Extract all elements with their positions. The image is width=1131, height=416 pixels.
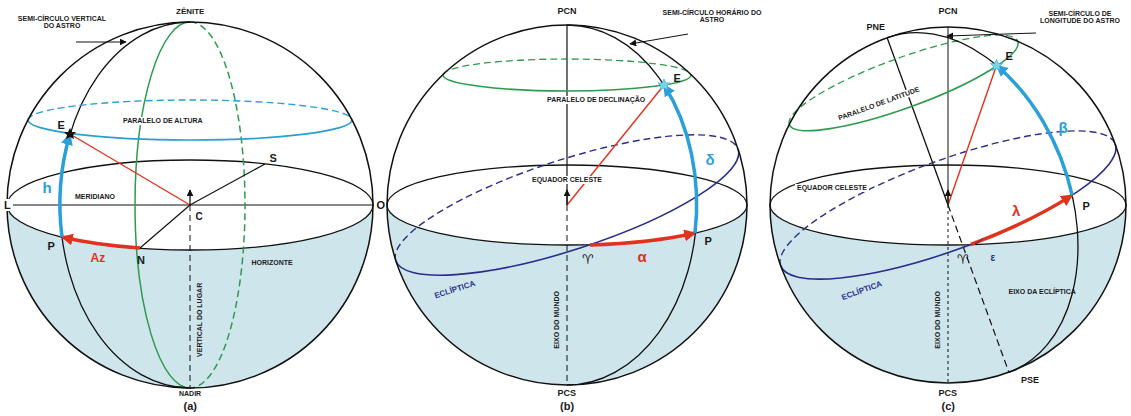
axis-name: EIXO DO MUNDO — [553, 291, 561, 349]
azimuth-arc — [62, 237, 140, 248]
equatorial-sphere — [382, 25, 752, 385]
ecliptic — [396, 149, 752, 303]
local-vertical — [190, 205, 191, 388]
altitude-arc — [60, 134, 70, 237]
point-letter: L — [2, 199, 13, 211]
ecliptic-sphere — [720, 0, 1131, 416]
circle-name: ECLÍPTICA — [434, 279, 477, 300]
angle-symbol: λ — [1012, 203, 1020, 220]
celestial-equator — [387, 165, 747, 245]
zenith-arrow — [189, 190, 190, 205]
circle-name: MERIDIANO — [73, 193, 117, 201]
ecliptic-axis-lower — [948, 205, 1009, 372]
point-letter: S — [270, 152, 277, 164]
panel-letter: (c) — [942, 400, 955, 412]
pole-name: PCS — [558, 389, 577, 399]
axis-name: EIXO DO MUNDO — [934, 291, 942, 349]
angle-symbol: h — [43, 180, 52, 197]
point-letter: E — [674, 72, 681, 84]
angle-symbol: ε — [991, 252, 996, 263]
star-symbol — [64, 128, 76, 139]
point-name: NADIR — [179, 390, 201, 398]
vertical-semicircle — [60, 22, 190, 388]
pole-name: PNE — [867, 23, 886, 33]
angle-symbol: β — [1059, 120, 1068, 137]
obliquity-angle — [975, 238, 983, 244]
callout-text: SEMI-CÍRCULO DE LONGITUDE DO ASTRO — [1034, 10, 1126, 25]
point-letter: P — [48, 240, 55, 252]
point-letter: E — [58, 119, 65, 131]
hour-semicircle — [567, 25, 697, 385]
lower-hemisphere — [387, 205, 747, 385]
leader-arrow — [947, 33, 1036, 36]
circle-name: PARALELO DE DECLINAÇÃO — [545, 96, 647, 104]
sphere-outline — [770, 27, 1126, 383]
point-letter: N — [137, 254, 145, 266]
right-ascension-arc — [590, 233, 695, 245]
circle-name: EQUADOR CELESTE — [795, 184, 869, 192]
point-letter: P — [705, 235, 712, 247]
point-letter: P — [1083, 200, 1090, 212]
circle-name: EQUADOR CELESTE — [530, 176, 604, 184]
pole-arrow — [947, 190, 948, 205]
circle-name: ECLÍPTICA — [841, 280, 884, 303]
ecliptic — [781, 144, 1131, 308]
declination-parallel-back — [443, 59, 691, 75]
ecliptic-back — [765, 102, 1115, 266]
pole-arrow — [566, 190, 567, 205]
pole-name: PCS — [939, 389, 958, 399]
latitude-parallel — [789, 41, 1026, 148]
callout-text: SEMI-CÍRCULO HORÁRIO DO ASTRO — [660, 9, 764, 24]
horizontal-sphere — [7, 22, 373, 388]
point-letter: O — [377, 199, 386, 211]
panel-letter: (b) — [560, 400, 574, 412]
axis-name: EIXO DA ECLÍPTICA — [1009, 288, 1076, 296]
equinox-symbol: ♈ — [957, 253, 969, 267]
pole-name: PCN — [939, 7, 958, 17]
axis-name: VERTICAL DO LUGAR — [196, 283, 204, 357]
ecliptic-axis — [887, 38, 948, 205]
point-name: ZÊNITE — [176, 8, 204, 17]
pole-name: PCN — [558, 7, 577, 17]
callout-text: SEMI-CÍRCULO VERTICAL DO ASTRO — [14, 15, 110, 30]
panel-letter: (a) — [184, 400, 197, 412]
world-axis-lower — [948, 205, 949, 383]
star-direction — [70, 134, 190, 205]
leader-arrow — [76, 42, 126, 43]
equinox-symbol: ♈ — [582, 253, 594, 267]
declination-parallel — [443, 75, 691, 91]
star-symbol — [991, 60, 1003, 71]
world-axis-lower — [567, 205, 568, 385]
point-letter: E — [1006, 50, 1013, 62]
circle-name: HORIZONTE — [252, 259, 293, 267]
latitude-arc — [997, 56, 1075, 205]
point-letter: C — [196, 211, 203, 222]
sphere-outline — [387, 25, 747, 385]
prime-vertical — [135, 22, 190, 388]
world-axis — [948, 27, 949, 205]
longitude-arc — [967, 195, 1076, 244]
angle-symbol: α — [638, 249, 647, 266]
prime-vertical-back — [190, 22, 245, 388]
lower-hemisphere — [770, 205, 1126, 383]
sphere-outline — [7, 22, 373, 388]
longitude-semicircle — [887, 0, 1124, 372]
south-line — [190, 164, 265, 205]
circle-name: PARALELO DE ALTURA — [121, 117, 205, 125]
pole-name: PSE — [1021, 376, 1039, 386]
star-symbol — [658, 79, 670, 90]
circle-name: PARALELO DE LATITUDE — [835, 85, 922, 123]
declination-arc — [664, 85, 697, 233]
north-line — [140, 205, 190, 248]
angle-symbol: Az — [91, 252, 106, 265]
angle-symbol: δ — [706, 152, 715, 169]
leader-arrow — [630, 34, 688, 44]
